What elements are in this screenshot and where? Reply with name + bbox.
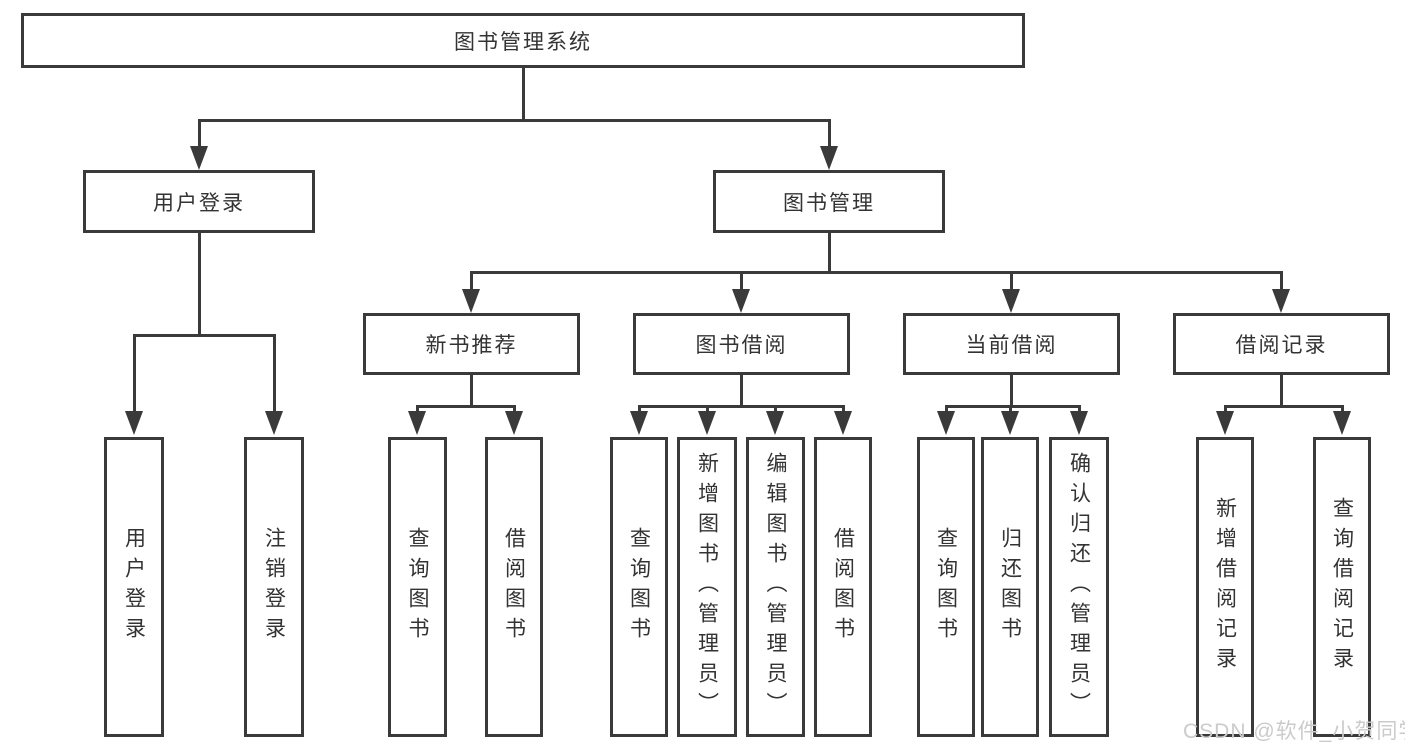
leaf-label: 借阅图书: [502, 527, 526, 647]
connector-line: [197, 119, 201, 150]
connector-line: [197, 231, 201, 337]
leaf-query-borrow-record: 查询借阅记录: [1313, 437, 1371, 737]
arrow-down-icon: [408, 411, 426, 435]
connector-line: [132, 334, 276, 337]
connector-line: [469, 373, 473, 408]
leaf-logout: 注销登录: [244, 437, 304, 737]
arrow-down-icon: [1002, 289, 1020, 313]
leaf-label: 查询图书: [406, 527, 429, 647]
connector-line: [1077, 405, 1081, 414]
arrow-down-icon: [462, 289, 480, 313]
connector-line: [944, 405, 948, 414]
connector-line: [1340, 405, 1344, 414]
node-book-borrow: 图书借阅: [633, 313, 850, 375]
leaf-label: 确认归还（管理员）: [1067, 452, 1091, 722]
connector-line: [469, 271, 1283, 274]
connector-line: [415, 405, 419, 414]
node-current-borrow: 当前借阅: [903, 313, 1120, 375]
node-label: 图书管理系统: [454, 30, 592, 54]
arrow-down-icon: [820, 146, 838, 170]
node-root: 图书管理系统: [21, 13, 1025, 68]
node-borrow-records: 借阅记录: [1173, 313, 1390, 375]
node-label: 图书借阅: [695, 334, 788, 357]
arrow-down-icon: [766, 411, 784, 435]
connector-line: [944, 405, 1081, 408]
arrow-down-icon: [630, 411, 648, 435]
connector-line: [773, 405, 777, 414]
node-label: 新书推荐: [425, 334, 518, 357]
leaf-label: 查询借阅记录: [1330, 497, 1354, 677]
leaf-borrow-books-recommend: 借阅图书: [485, 437, 543, 737]
leaf-query-books-recommend: 查询图书: [388, 437, 447, 737]
connector-line: [827, 231, 831, 274]
connector-line: [637, 405, 845, 408]
node-label: 借阅记录: [1235, 334, 1328, 357]
leaf-label: 用户登录: [122, 527, 146, 647]
connector-line: [1223, 405, 1227, 414]
arrow-down-icon: [834, 411, 852, 435]
leaf-user-login: 用户登录: [104, 437, 164, 737]
watermark-text: CSDN @软件_小贺同学: [1183, 720, 1405, 743]
connector-line: [132, 334, 136, 414]
connector-line: [512, 405, 516, 414]
leaf-query-books-borrow: 查询图书: [610, 437, 668, 737]
leaf-label: 编辑图书（管理员）: [764, 452, 787, 722]
arrow-down-icon: [1216, 411, 1234, 435]
arrow-down-icon: [265, 411, 283, 435]
arrow-down-icon: [937, 411, 955, 435]
node-new-book-recommend: 新书推荐: [363, 313, 580, 375]
arrow-down-icon: [505, 411, 523, 435]
leaf-edit-book-admin: 编辑图书（管理员）: [746, 437, 805, 737]
connector-line: [1279, 271, 1283, 291]
leaf-confirm-return-admin: 确认归还（管理员）: [1049, 437, 1109, 737]
arrow-down-icon: [1001, 411, 1019, 435]
connector-line: [1008, 405, 1012, 414]
arrow-down-icon: [1070, 411, 1088, 435]
arrow-down-icon: [190, 146, 208, 170]
connector-line: [705, 405, 709, 414]
leaf-label: 新增借阅记录: [1213, 497, 1237, 677]
leaf-label: 查询图书: [627, 527, 651, 647]
connector-line: [1009, 373, 1013, 408]
connector-line: [739, 271, 743, 291]
connector-line: [1279, 373, 1283, 408]
arrow-down-icon: [125, 411, 143, 435]
node-book-management: 图书管理: [713, 170, 945, 233]
leaf-add-book-admin: 新增图书（管理员）: [677, 437, 737, 737]
leaf-add-borrow-record: 新增借阅记录: [1196, 437, 1254, 737]
leaf-label: 注销登录: [262, 527, 286, 647]
leaf-label: 归还图书: [998, 527, 1022, 647]
connector-line: [1223, 405, 1344, 408]
arrow-down-icon: [1333, 411, 1351, 435]
connector-line: [197, 119, 831, 122]
arrow-down-icon: [698, 411, 716, 435]
leaf-label: 新增图书（管理员）: [695, 452, 719, 722]
connector-line: [469, 271, 473, 291]
connector-line: [637, 405, 641, 414]
leaf-label: 借阅图书: [831, 527, 855, 647]
leaf-label: 查询图书: [934, 527, 958, 647]
connector-line: [272, 334, 276, 414]
arrow-down-icon: [1272, 289, 1290, 313]
node-label: 图书管理: [783, 191, 875, 215]
connector-line: [415, 405, 516, 408]
leaf-borrow-books: 借阅图书: [814, 437, 872, 737]
node-label: 当前借阅: [965, 334, 1058, 357]
node-user-login: 用户登录: [83, 170, 315, 233]
connector-line: [827, 119, 831, 150]
node-label: 用户登录: [153, 191, 245, 215]
leaf-return-book: 归还图书: [981, 437, 1039, 737]
connector-line: [521, 66, 525, 122]
connector-line: [739, 373, 743, 408]
connector-line: [841, 405, 845, 414]
arrow-down-icon: [732, 289, 750, 313]
connector-line: [1009, 271, 1013, 291]
leaf-query-books-current: 查询图书: [917, 437, 975, 737]
